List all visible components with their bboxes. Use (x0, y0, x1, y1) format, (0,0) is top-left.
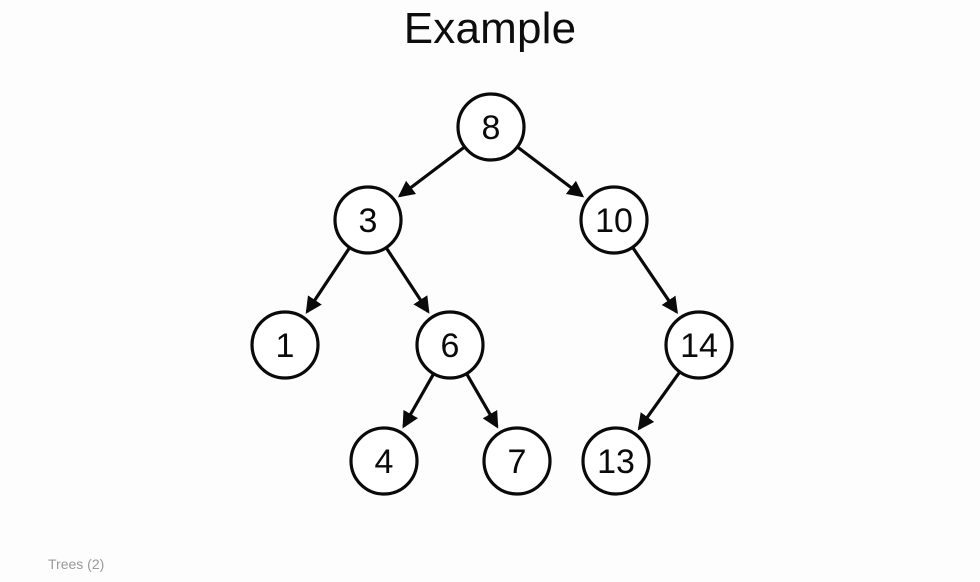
tree-edge-3-to-1 (305, 247, 351, 314)
tree-node-1[interactable]: 1 (250, 310, 320, 380)
tree-node-label-7: 7 (508, 443, 527, 481)
tree-node-circle-8 (456, 92, 526, 162)
tree-node-3[interactable]: 3 (333, 185, 403, 255)
tree-node-14[interactable]: 14 (664, 310, 734, 380)
tree-node-label-1: 1 (276, 327, 295, 365)
tree-node-6[interactable]: 6 (415, 310, 485, 380)
tree-node-10[interactable]: 10 (579, 185, 649, 255)
tree-node-4[interactable]: 4 (349, 426, 419, 496)
tree-node-label-14: 14 (680, 327, 718, 365)
tree-node-label-3: 3 (359, 202, 378, 240)
tree-node-label-10: 10 (595, 202, 633, 240)
tree-node-label-13: 13 (597, 443, 635, 481)
tree-node-circle-6 (415, 310, 485, 380)
tree-node-label-8: 8 (482, 109, 501, 147)
tree-node-circle-14 (664, 310, 734, 380)
tree-edge-8-to-3 (397, 146, 465, 198)
tree-node-label-6: 6 (441, 327, 460, 365)
tree-node-circle-10 (579, 185, 649, 255)
tree-edge-14-to-13 (637, 371, 681, 431)
tree-edge-10-to-14 (631, 247, 678, 315)
tree-node-circle-3 (333, 185, 403, 255)
tree-node-circle-13 (581, 426, 651, 496)
tree-node-13[interactable]: 13 (581, 426, 651, 496)
tree-node-label-4: 4 (375, 443, 394, 481)
tree-edge-8-to-10 (517, 146, 585, 198)
tree-edge-6-to-4 (402, 373, 435, 429)
tree-edge-layer (305, 146, 681, 431)
tree-node-circle-7 (482, 426, 552, 496)
tree-node-circle-4 (349, 426, 419, 496)
tree-edge-3-to-6 (385, 247, 430, 314)
tree-node-8[interactable]: 8 (456, 92, 526, 162)
tree-node-circle-1 (250, 310, 320, 380)
tree-edge-6-to-7 (465, 373, 499, 429)
slide-footer: Trees (2) (48, 556, 105, 572)
tree-node-layer: 8 3 10 1 6 14 4 7 13 (250, 92, 734, 496)
tree-node-7[interactable]: 7 (482, 426, 552, 496)
page-title: Example (403, 4, 577, 53)
